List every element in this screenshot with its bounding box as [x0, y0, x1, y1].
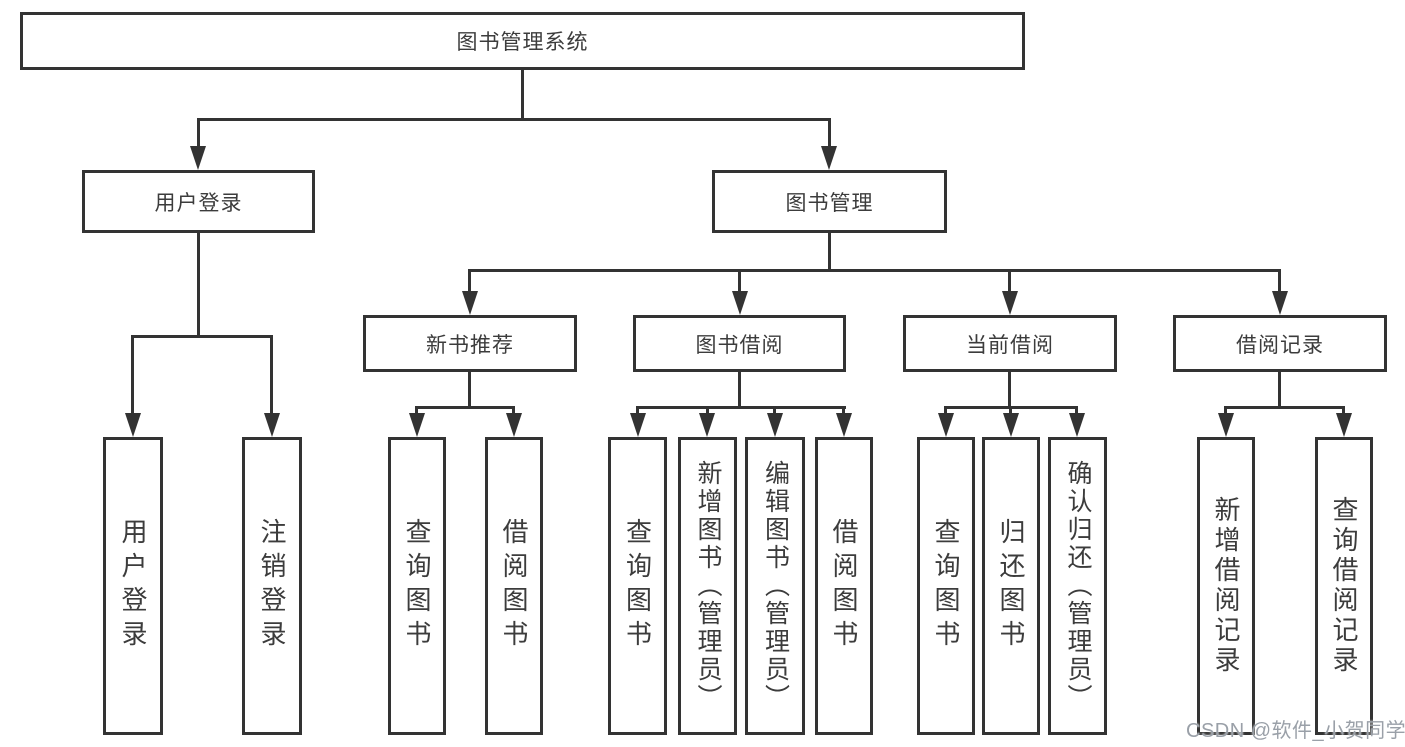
node-label: 查询图书: [931, 518, 961, 654]
node-confirm-return-admin: 确认归还（管理员）: [1048, 437, 1107, 735]
node-new-book-recommendation: 新书推荐: [363, 315, 577, 372]
node-label: 借阅图书: [829, 518, 859, 654]
node-label: 新增借阅记录: [1211, 496, 1241, 676]
arrowhead-down: [125, 413, 141, 437]
connector-line: [415, 406, 418, 413]
node-label: 编辑图书（管理员）: [761, 460, 790, 712]
arrowhead-down: [732, 291, 748, 315]
node-label: 借阅记录: [1236, 333, 1324, 357]
arrowhead-down: [264, 413, 280, 437]
connector-line: [828, 233, 831, 271]
node-edit-books-admin: 编辑图书（管理员）: [745, 437, 805, 735]
node-label: 图书管理: [785, 191, 874, 215]
node-query-books: 查询图书: [388, 437, 446, 735]
arrowhead-down: [1069, 413, 1085, 437]
node-logout: 注销登录: [242, 437, 302, 735]
connector-line: [738, 372, 741, 408]
connector-line: [468, 269, 471, 291]
arrowhead-down: [821, 146, 837, 170]
node-borrow-books: 借阅图书: [485, 437, 543, 735]
connector-line: [706, 406, 709, 413]
node-label: 查询借阅记录: [1329, 496, 1359, 676]
arrowhead-down: [506, 413, 522, 437]
arrowhead-down: [938, 413, 954, 437]
arrowhead-down: [1272, 291, 1288, 315]
node-label: 新书推荐: [426, 333, 514, 357]
arrowhead-down: [1336, 413, 1352, 437]
arrowhead-down: [462, 291, 478, 315]
node-label: 图书借阅: [695, 333, 784, 357]
node-book-borrowing: 图书借阅: [633, 315, 846, 372]
connector-line: [636, 406, 639, 413]
arrowhead-down: [1002, 291, 1018, 315]
node-book-management: 图书管理: [712, 170, 947, 233]
arrowhead-down: [699, 413, 715, 437]
connector-line: [512, 406, 515, 413]
node-label: 用户登录: [154, 191, 243, 215]
node-label: 图书管理系统: [456, 31, 589, 54]
connector-line: [1278, 269, 1281, 291]
arrowhead-down: [630, 413, 646, 437]
connector-line: [131, 335, 134, 413]
connector-line: [738, 269, 741, 291]
node-query-books: 查询图书: [917, 437, 975, 735]
connector-line: [828, 118, 831, 148]
connector-line: [197, 118, 200, 148]
connector-line: [1075, 406, 1078, 413]
arrowhead-down: [409, 413, 425, 437]
node-label: 用户登录: [118, 518, 148, 654]
node-label: 当前借阅: [966, 333, 1054, 357]
connector-line: [773, 406, 776, 413]
node-library-management-system: 图书管理系统: [20, 12, 1025, 70]
node-current-borrowing: 当前借阅: [903, 315, 1117, 372]
connector-line: [1278, 372, 1281, 408]
connector-line: [944, 406, 947, 413]
arrowhead-down: [190, 146, 206, 170]
connector-line: [468, 269, 1281, 272]
arrowhead-down: [767, 413, 783, 437]
connector-line: [468, 372, 471, 408]
node-user-login: 用户登录: [82, 170, 315, 233]
connector-line: [1008, 269, 1011, 291]
connector-line: [270, 335, 273, 413]
node-query-borrow-record: 查询借阅记录: [1315, 437, 1373, 735]
node-label: 新增图书（管理员）: [694, 460, 722, 712]
node-label: 查询图书: [402, 518, 432, 654]
connector-line: [1224, 406, 1345, 409]
connector-line: [636, 406, 846, 409]
csdn-watermark: CSDN @软件_小贺同学: [1186, 720, 1405, 742]
connector-line: [1008, 372, 1011, 408]
node-add-books-admin: 新增图书（管理员）: [678, 437, 737, 735]
arrowhead-down: [1003, 413, 1019, 437]
node-label: 查询图书: [622, 518, 653, 654]
connector-line: [521, 70, 524, 120]
node-query-books: 查询图书: [608, 437, 667, 735]
connector-line: [1009, 406, 1012, 413]
node-borrowing-records: 借阅记录: [1173, 315, 1387, 372]
arrowhead-down: [836, 413, 852, 437]
connector-line: [197, 233, 200, 337]
connector-line: [842, 406, 845, 413]
node-label: 注销登录: [257, 518, 287, 654]
node-add-borrow-record: 新增借阅记录: [1197, 437, 1255, 735]
node-borrow-books: 借阅图书: [815, 437, 873, 735]
node-label: 确认归还（管理员）: [1064, 460, 1092, 712]
connector-line: [197, 118, 831, 121]
node-return-books: 归还图书: [982, 437, 1040, 735]
connector-line: [415, 406, 515, 409]
node-label: 归还图书: [996, 518, 1026, 654]
arrowhead-down: [1218, 413, 1234, 437]
connector-line: [131, 335, 273, 338]
node-user-login-leaf: 用户登录: [103, 437, 163, 735]
connector-line: [1342, 406, 1345, 413]
connector-line: [1224, 406, 1227, 413]
node-label: 借阅图书: [499, 518, 529, 654]
